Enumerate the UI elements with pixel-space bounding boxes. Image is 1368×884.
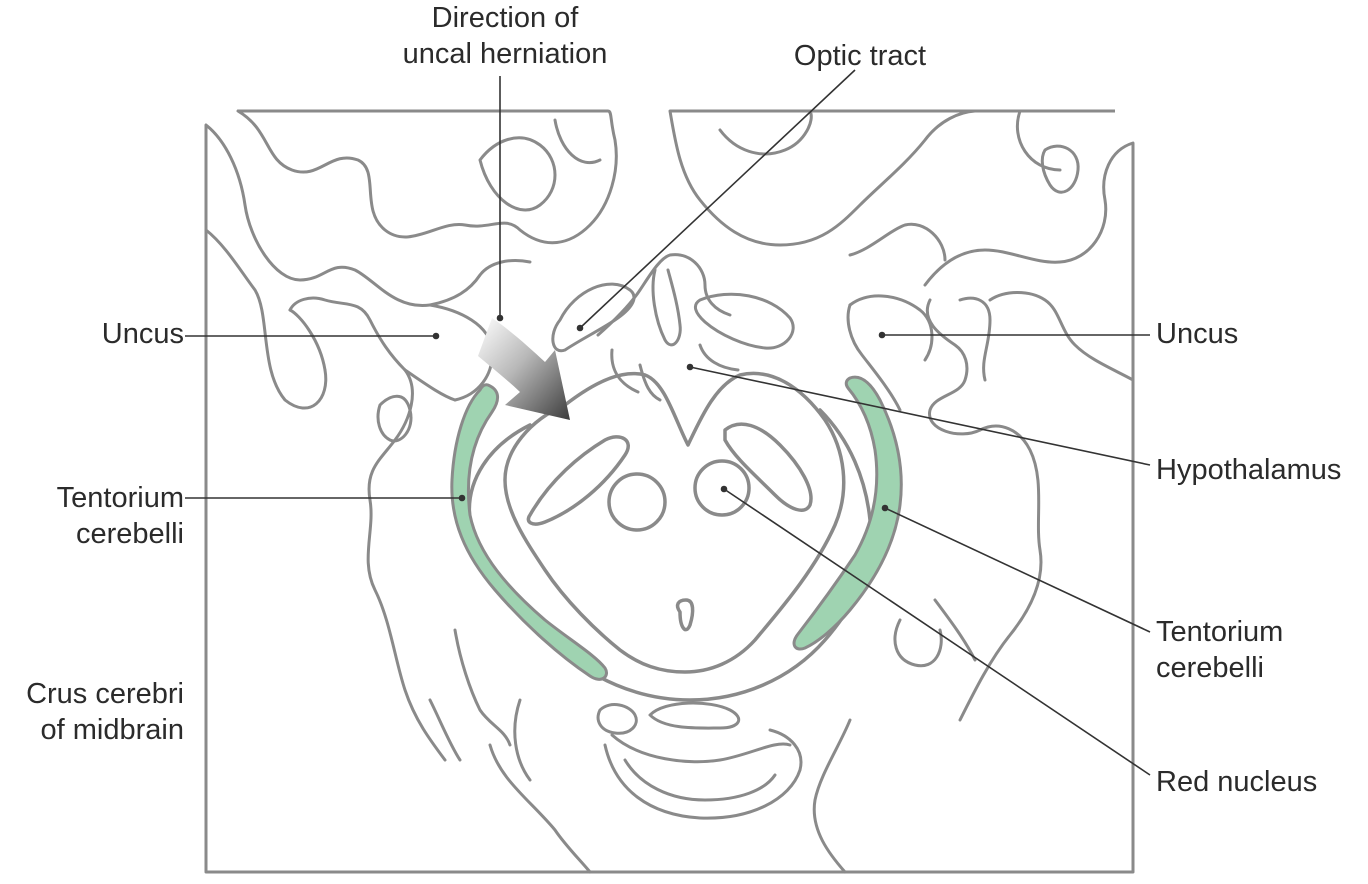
label-tentorium-cerebelli-left: Tentorium cerebelli	[56, 482, 184, 550]
label-direction-line1: Direction of	[431, 2, 579, 34]
leader-lines	[185, 69, 1151, 776]
label-hypothalamus: Hypothalamus	[1156, 454, 1342, 486]
label-tentorium-cerebelli-right: Tentorium cerebelli	[1156, 616, 1284, 684]
tentorium-cerebelli	[450, 375, 903, 681]
tentorium-right-shape	[792, 375, 903, 651]
label-uncus-right: Uncus	[1156, 318, 1239, 350]
label-crus-cerebri: Crus cerebri of midbrain	[26, 678, 184, 746]
label-uncus-left: Uncus	[101, 318, 184, 350]
label-direction-line2: uncal herniation	[402, 38, 608, 70]
cortical-gyri	[204, 109, 1135, 874]
section-frame	[204, 109, 1135, 874]
midbrain	[467, 371, 873, 702]
label-optic-tract: Optic tract	[793, 40, 927, 72]
label-red-nucleus: Red nucleus	[1156, 766, 1318, 798]
herniation-arrow	[478, 318, 570, 420]
label-direction-of-uncal-herniation: Direction of uncal herniation	[360, 0, 650, 72]
tentorium-left-shape	[450, 383, 608, 681]
